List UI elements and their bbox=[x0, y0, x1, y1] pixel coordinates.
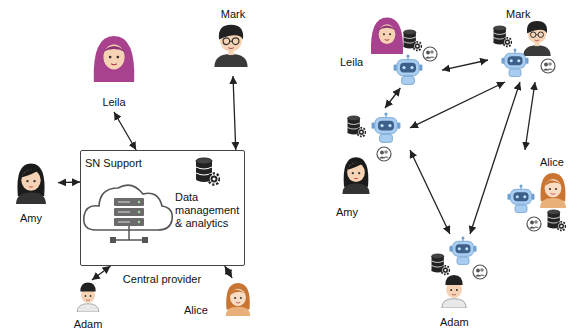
database-icon bbox=[548, 210, 566, 230]
database-icon bbox=[196, 158, 220, 185]
user-name: Amy bbox=[20, 212, 42, 225]
user-name: Mark bbox=[506, 8, 530, 21]
text-slot: Data management & analytics bbox=[175, 191, 243, 231]
user-name: Adam bbox=[74, 318, 103, 331]
user-avatar bbox=[94, 36, 135, 82]
user-name: Adam bbox=[440, 316, 469, 329]
link-arrow bbox=[525, 82, 535, 150]
provider-caption: Central provider bbox=[123, 273, 201, 286]
peer-node: Leila bbox=[338, 14, 442, 88]
link-arrow bbox=[92, 266, 111, 280]
user-node: Adam bbox=[60, 280, 116, 332]
text-slot: Amy bbox=[336, 202, 358, 220]
agent-robot bbox=[508, 184, 535, 212]
user-name: Alice bbox=[184, 304, 208, 317]
profile-icon bbox=[473, 265, 487, 279]
user-node: Alice bbox=[182, 278, 258, 330]
user-node: Amy bbox=[4, 160, 58, 228]
text-slot: Central provider bbox=[81, 269, 243, 287]
agent-robot bbox=[394, 54, 423, 84]
link-arrow bbox=[233, 76, 236, 150]
user-name: Leila bbox=[102, 96, 125, 109]
provider-box: SN SupportData management & analyticsCen… bbox=[80, 150, 245, 266]
database-icon bbox=[348, 116, 366, 136]
peer-node: Amy bbox=[330, 108, 410, 222]
agent-robot bbox=[502, 48, 529, 76]
database-icon bbox=[432, 254, 450, 274]
user-avatar bbox=[523, 21, 550, 56]
link-arrow bbox=[385, 88, 400, 108]
peer-node: Mark bbox=[488, 2, 566, 82]
user-avatar bbox=[371, 18, 403, 54]
agent-robot bbox=[450, 236, 477, 264]
box-heading: SN Support bbox=[85, 157, 142, 170]
text-slot: Adam bbox=[60, 314, 116, 332]
user-avatar bbox=[16, 164, 46, 204]
profile-icon bbox=[377, 147, 391, 161]
link-arrow bbox=[114, 112, 136, 150]
profile-icon bbox=[541, 59, 555, 73]
user-node: Leila bbox=[82, 30, 146, 112]
user-avatar bbox=[226, 283, 250, 316]
user-avatar bbox=[442, 275, 466, 308]
agent-robot bbox=[372, 112, 401, 142]
peer-node: Adam bbox=[424, 234, 496, 332]
user-avatar bbox=[77, 283, 99, 312]
text-slot: SN Support bbox=[85, 153, 142, 171]
text-slot: Alice bbox=[540, 152, 564, 170]
link-arrow bbox=[410, 150, 450, 234]
user-name: Alice bbox=[540, 156, 564, 169]
text-slot: Mark bbox=[506, 4, 530, 22]
profile-icon bbox=[423, 47, 437, 61]
user-node: Mark bbox=[200, 2, 266, 76]
profile-icon bbox=[527, 217, 541, 231]
link-arrow bbox=[442, 60, 488, 70]
text-slot: Adam bbox=[440, 312, 469, 330]
text-slot: Mark bbox=[200, 4, 266, 22]
text-slot: Leila bbox=[340, 52, 363, 70]
database-icon bbox=[404, 30, 422, 50]
user-avatar bbox=[540, 173, 566, 208]
box-label: Data management & analytics bbox=[175, 191, 243, 231]
peer-node: Alice bbox=[504, 150, 574, 236]
user-name: Leila bbox=[340, 56, 363, 69]
user-name: Mark bbox=[221, 8, 245, 21]
user-avatar bbox=[214, 25, 247, 67]
link-arrow bbox=[410, 82, 505, 128]
link-arrow bbox=[58, 181, 80, 183]
cloud-server bbox=[84, 185, 173, 243]
database-icon bbox=[494, 26, 512, 46]
user-name: Amy bbox=[336, 206, 358, 219]
text-slot: Alice bbox=[184, 300, 208, 318]
user-avatar bbox=[342, 157, 369, 194]
text-slot: Amy bbox=[4, 208, 58, 226]
link-arrow bbox=[470, 82, 520, 234]
link-arrow bbox=[225, 266, 232, 278]
text-slot: Leila bbox=[82, 92, 146, 110]
